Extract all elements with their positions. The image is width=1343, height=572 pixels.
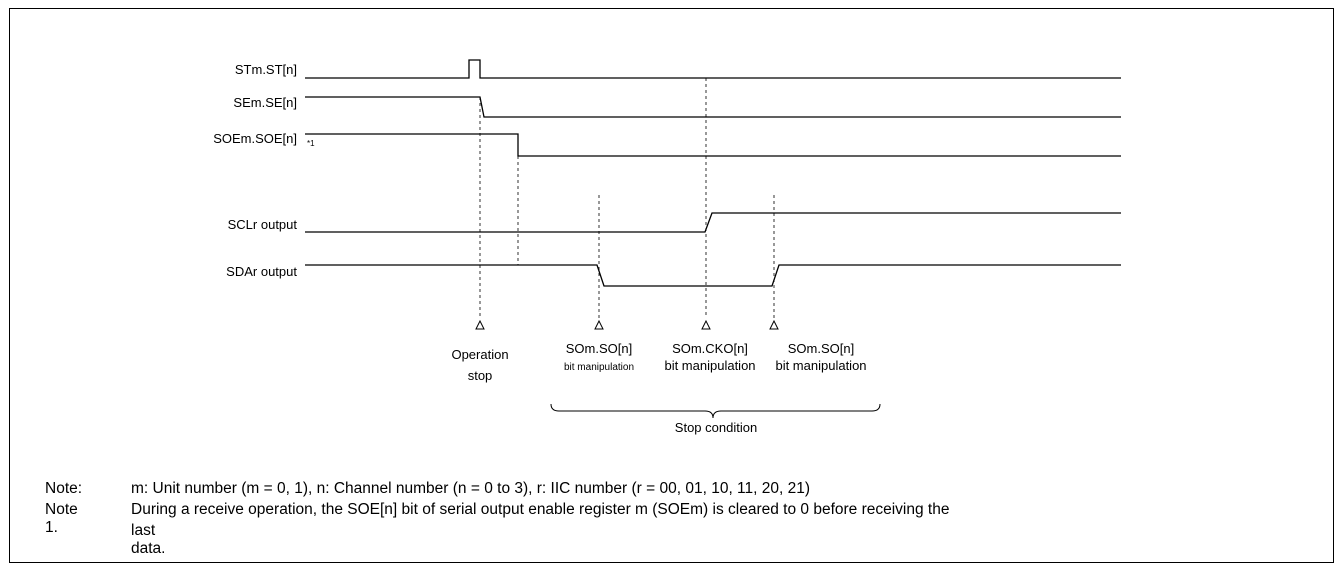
stop-condition-brace (550, 403, 881, 419)
event-so-manip-1-line2: bit manipulation (564, 362, 634, 373)
waveform-se (305, 96, 1121, 118)
event-so-manip-2-line2: bit manipulation (775, 358, 866, 373)
event-triangle-so-2 (769, 319, 779, 330)
event-operation-stop-line1: Operation (451, 347, 508, 362)
event-operation-stop-line2: stop (468, 368, 493, 383)
note-1-text: During a receive operation, the SOE[n] b… (131, 501, 950, 518)
signal-label-se: SEm.SE[n] (233, 95, 297, 110)
note-1-continuation-text: last data. (131, 522, 166, 557)
event-cko-manip-line1: SOm.CKO[n] (672, 341, 748, 356)
stop-condition-label: Stop condition (675, 420, 757, 435)
event-so-manip-2-line1: SOm.SO[n] (788, 341, 854, 356)
note-general-text: m: Unit number (m = 0, 1), n: Channel nu… (131, 480, 811, 497)
signal-label-st: STm.ST[n] (235, 62, 297, 77)
note-1-label: Note 1. (45, 501, 78, 536)
event-triangle-so-1 (594, 319, 604, 330)
waveform-soe (305, 133, 1121, 157)
waveform-scl (305, 212, 1121, 233)
signal-label-scl: SCLr output (228, 217, 298, 232)
soe-note-marker: *1 (307, 139, 315, 148)
event-so-manip-1-line1: SOm.SO[n] (566, 341, 632, 356)
waveform-st (305, 59, 1121, 79)
event-cko-manip-line2: bit manipulation (664, 358, 755, 373)
diagram-frame (9, 8, 1334, 563)
waveform-sda (305, 264, 1121, 287)
note-general-label: Note: (45, 480, 83, 497)
event-triangle-cko (701, 319, 711, 330)
signal-label-sda: SDAr output (226, 264, 297, 279)
event-triangle-operation-stop (475, 319, 485, 330)
signal-label-soe: SOEm.SOE[n] (213, 131, 297, 146)
